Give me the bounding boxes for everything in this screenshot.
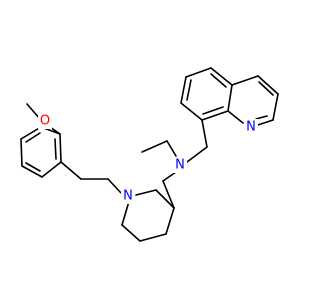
ring-double-bond	[202, 106, 224, 115]
ring-double-bond	[25, 162, 41, 172]
ring-bond	[139, 233, 167, 242]
chain-bond	[186, 146, 208, 163]
ring-bond	[21, 165, 43, 178]
structure-diagram: O N N N	[20, 67, 279, 242]
methoxyphenyl-ring	[20, 126, 62, 178]
nitrogen-label: N	[246, 120, 256, 135]
atom-methoxy-oxygen: O	[38, 113, 52, 129]
ring-double-bond	[25, 132, 41, 143]
chain-bond	[162, 171, 177, 182]
ring-bond	[272, 93, 279, 121]
ring-double-bond	[255, 115, 268, 120]
chain-bond	[107, 178, 122, 194]
ring-bond	[185, 67, 212, 78]
ring-double-bond	[210, 73, 227, 88]
atom-quinoline-nitrogen: N	[244, 119, 258, 135]
ring-bond	[227, 84, 233, 112]
piperidine-ring	[121, 189, 175, 242]
ring-bond	[201, 110, 229, 121]
ring-bond	[121, 224, 141, 242]
ring-bond	[155, 189, 175, 209]
ring-bond	[231, 75, 259, 86]
chain-bond	[201, 119, 208, 148]
aminomethyl-linker	[162, 171, 177, 209]
ring-bond	[135, 189, 157, 196]
ring-bond	[20, 138, 23, 167]
atom-amine-nitrogen: N	[173, 157, 187, 173]
ring-bond	[257, 75, 279, 95]
ethyl-group	[141, 140, 177, 157]
quinoline-pyridine-ring	[227, 75, 279, 126]
ring-double-bond	[186, 79, 192, 101]
ring-bond	[180, 76, 187, 104]
ring-bond	[41, 161, 62, 178]
ring-bond	[210, 67, 233, 86]
quinoline-benzo-ring	[180, 67, 233, 121]
chain-bond	[162, 180, 175, 209]
ring-bond	[59, 133, 62, 163]
bond-methyl-oxygen	[26, 103, 41, 120]
nitrogen-label: N	[123, 189, 133, 204]
chain-bond	[141, 140, 168, 153]
oxygen-label: O	[40, 114, 50, 129]
nitrogen-label: N	[175, 158, 185, 173]
chain-bond	[60, 161, 82, 180]
chain-bond	[166, 140, 177, 157]
ring-bond	[20, 126, 42, 140]
ring-bond	[165, 207, 175, 235]
phenethyl-linker	[60, 161, 122, 194]
atom-piperidine-nitrogen: N	[121, 188, 135, 204]
ring-bond	[180, 102, 203, 121]
ring-bond	[227, 110, 244, 124]
ring-double-bond	[258, 81, 274, 96]
ring-bond	[257, 119, 274, 126]
ring-double-bond	[54, 138, 57, 160]
quinolinylmethyl-linker	[186, 119, 208, 163]
